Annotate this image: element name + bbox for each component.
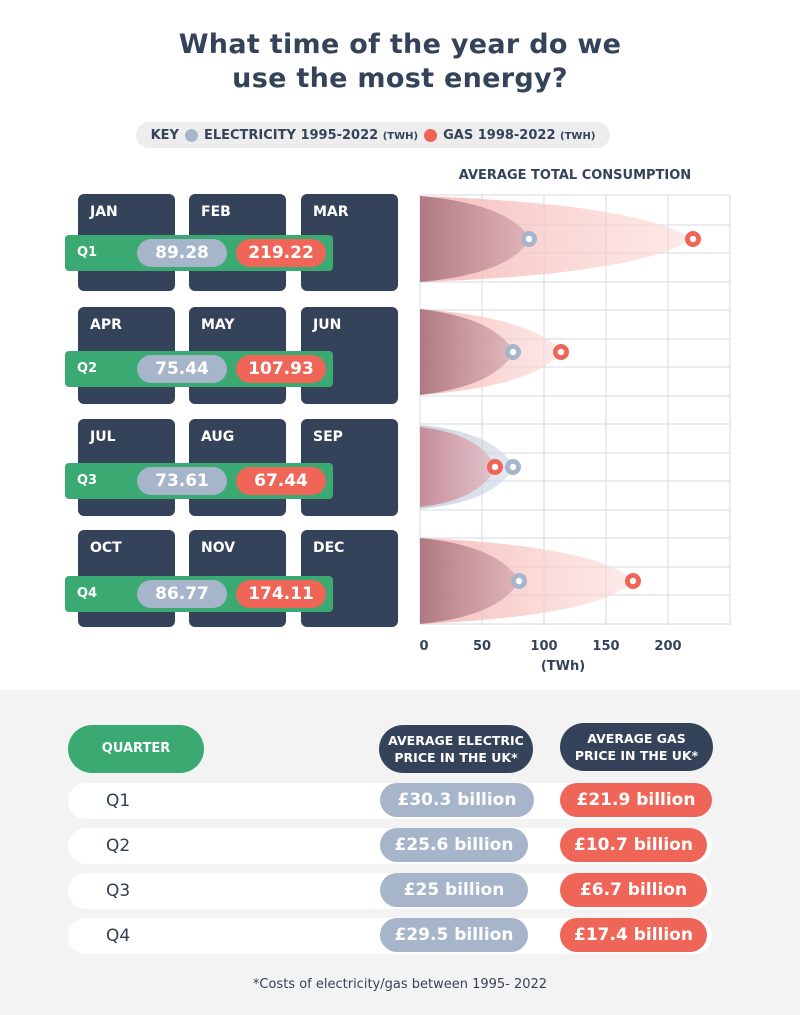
gas-value: 174.11 xyxy=(236,580,326,608)
legend-gas-unit: (TWH) xyxy=(560,130,596,142)
quarter-bar-q1: Q1 89.28 219.22 xyxy=(65,235,333,271)
month-label: MAR xyxy=(313,204,349,220)
electric-header-line-1: AVERAGE ELECTRIC xyxy=(388,733,524,748)
electric-price-header: AVERAGE ELECTRIC PRICE IN THE UK* xyxy=(379,725,533,773)
quarter-label: Q2 xyxy=(77,361,98,376)
gas-price: £10.7 billion xyxy=(560,828,707,862)
footnote: *Costs of electricity/gas between 1995- … xyxy=(252,977,548,992)
quarter-label: Q4 xyxy=(77,586,98,601)
legend-gas-text: GAS 1998-2022 xyxy=(443,127,556,143)
gas-value: 219.22 xyxy=(236,239,326,267)
gas-price-header: AVERAGE GAS PRICE IN THE UK* xyxy=(560,723,713,771)
month-label: FEB xyxy=(201,204,231,220)
gas-value: 107.93 xyxy=(236,355,326,383)
chart-row-q3 xyxy=(420,425,521,509)
title-line-2: use the most energy? xyxy=(232,63,568,94)
quarter-label: Q3 xyxy=(77,473,98,488)
month-label: MAY xyxy=(201,317,235,333)
x-tick-150: 150 xyxy=(592,639,619,654)
electric-price: £25.6 billion xyxy=(380,828,528,862)
month-label: SEP xyxy=(313,429,343,445)
month-label: APR xyxy=(90,317,122,333)
x-tick-0: 0 xyxy=(419,639,428,654)
table-row-q1: Q1 £30.3 billion £21.9 billion xyxy=(68,783,712,819)
gas-dot-icon xyxy=(424,128,438,142)
gas-header-line-1: AVERAGE GAS xyxy=(587,731,686,746)
legend: KEY ELECTRICITY 1995-2022 (TWH) GAS 1998… xyxy=(136,122,610,148)
quarter-bar-q2: Q2 75.44 107.93 xyxy=(65,351,333,387)
table-row-q2: Q2 £25.6 billion £10.7 billion xyxy=(68,828,712,864)
electricity-dot-icon xyxy=(184,128,198,142)
month-tile-mar: MAR xyxy=(301,194,398,291)
gas-price: £21.9 billion xyxy=(560,783,712,817)
electric-price: £29.5 billion xyxy=(380,918,528,952)
electric-price: £30.3 billion xyxy=(380,783,534,817)
gas-price: £6.7 billion xyxy=(560,873,707,907)
gas-value: 67.44 xyxy=(236,467,326,495)
gas-header-line-2: PRICE IN THE UK* xyxy=(574,748,699,763)
x-tick-100: 100 xyxy=(530,639,557,654)
electric-price: £25 billion xyxy=(380,873,528,907)
quarter-column-header: QUARTER xyxy=(68,725,204,773)
x-axis-label: (TWh) xyxy=(541,659,585,674)
consumption-chart: 0 50 100 150 200 (TWh) xyxy=(419,194,731,674)
month-label: OCT xyxy=(90,540,122,556)
month-label: DEC xyxy=(313,540,345,556)
quarter-label: Q1 xyxy=(77,245,98,260)
legend-key-label: KEY xyxy=(150,127,179,143)
chart-row-q1 xyxy=(420,196,701,282)
title-line-1: What time of the year do we xyxy=(178,29,622,60)
table-row-q4: Q4 £29.5 billion £17.4 billion xyxy=(68,918,712,954)
chart-row-q2 xyxy=(420,309,569,395)
chart-title: AVERAGE TOTAL CONSUMPTION xyxy=(458,168,692,183)
quarter-bar-q3: Q3 73.61 67.44 xyxy=(65,463,333,499)
month-label: AUG xyxy=(201,429,235,445)
month-label: NOV xyxy=(201,540,236,556)
legend-electricity-label: ELECTRICITY 1995-2022 (TWH) xyxy=(204,128,418,143)
electricity-value: 86.77 xyxy=(137,580,227,608)
quarter-bar-q4: Q4 86.77 174.11 xyxy=(65,576,333,612)
month-label: JAN xyxy=(90,204,118,220)
chart-row-q4 xyxy=(420,538,641,624)
legend-electricity-unit: (TWH) xyxy=(382,130,419,142)
row-quarter: Q2 xyxy=(106,836,131,856)
legend-gas-label: GAS 1998-2022 (TWH) xyxy=(443,128,595,143)
month-label: JUL xyxy=(90,429,116,445)
x-axis: 0 50 100 150 200 (TWh) xyxy=(419,639,681,674)
row-quarter: Q3 xyxy=(106,881,131,901)
electric-header-line-2: PRICE IN THE UK* xyxy=(394,750,518,765)
table-row-q3: Q3 £25 billion £6.7 billion xyxy=(68,873,712,909)
row-quarter: Q1 xyxy=(106,791,131,811)
page-title: What time of the year do we use the most… xyxy=(0,28,800,96)
electricity-value: 89.28 xyxy=(137,239,227,267)
gas-price: £17.4 billion xyxy=(560,918,707,952)
electricity-value: 73.61 xyxy=(137,467,227,495)
month-label: JUN xyxy=(313,317,342,333)
x-tick-200: 200 xyxy=(654,639,681,654)
x-tick-50: 50 xyxy=(473,639,491,654)
row-quarter: Q4 xyxy=(106,926,131,946)
legend-electricity-text: ELECTRICITY 1995-2022 xyxy=(203,127,379,143)
electricity-value: 75.44 xyxy=(137,355,227,383)
